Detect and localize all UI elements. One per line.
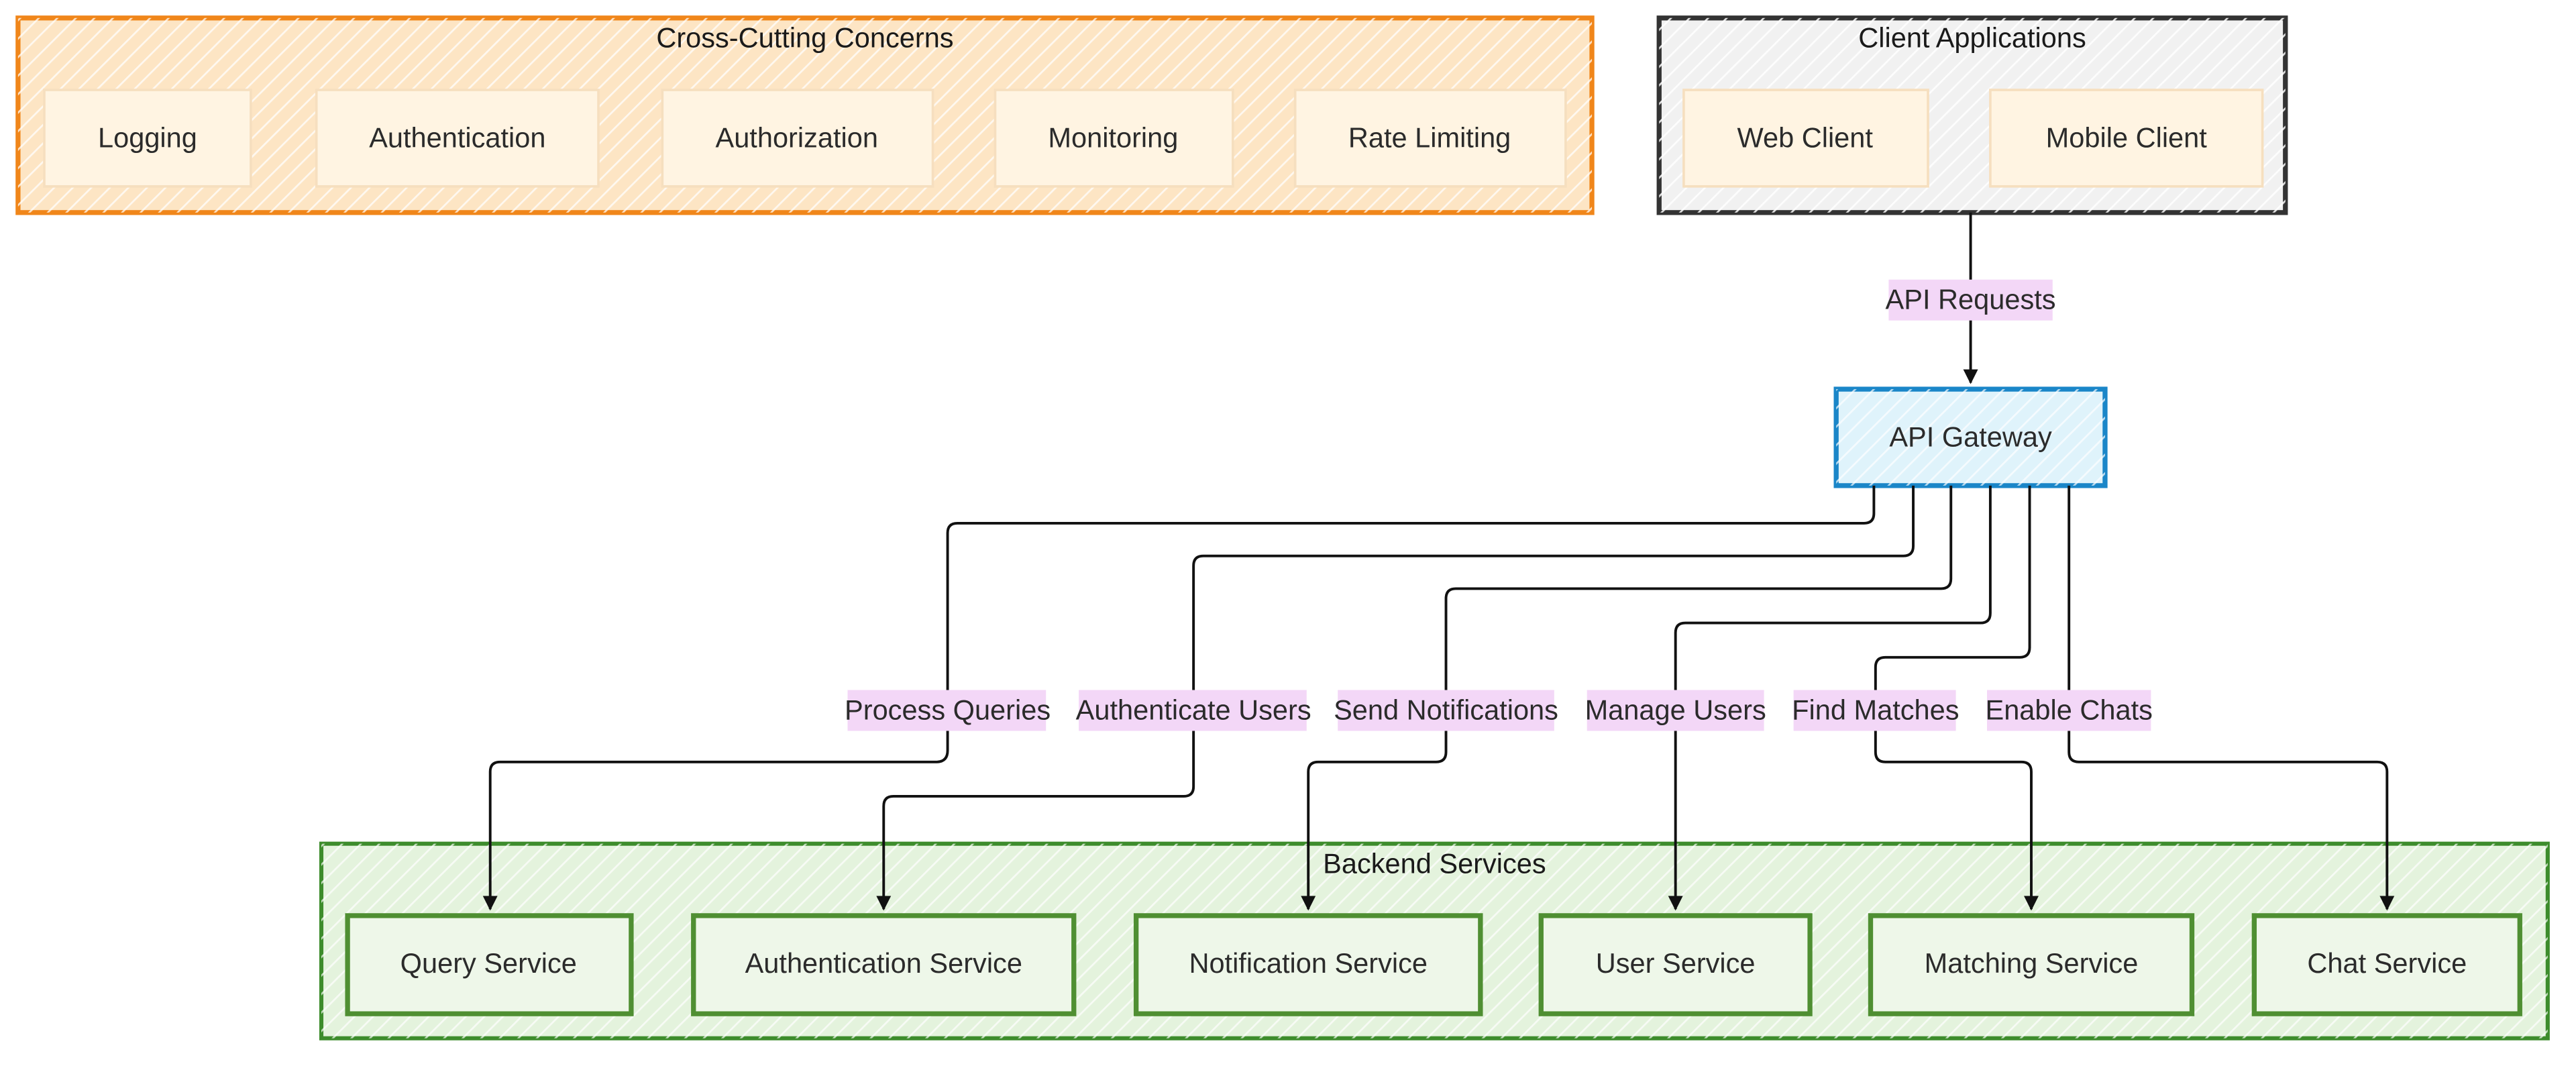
edge-label-send-notifications: Send Notifications — [1334, 690, 1558, 731]
edge-enable-chats — [2068, 485, 2395, 911]
web-client-box — [1682, 89, 1929, 188]
web-client-label: Web Client — [1737, 121, 1874, 153]
concern-rate-limiting-label: Rate Limiting — [1348, 121, 1511, 153]
authentication-service[interactable]: Authentication Service — [691, 913, 1077, 1016]
edge-label-manage-users-text: Manage Users — [1585, 694, 1766, 725]
client-applications-group: Client Applications Web Client Mobile Cl… — [1656, 15, 2288, 215]
user-service-label: User Service — [1596, 947, 1756, 979]
cross-cutting-concerns-title: Cross-Cutting Concerns — [656, 22, 953, 54]
edge-label-api-requests-text: API Requests — [1886, 284, 2056, 315]
backend-services-title: Backend Services — [1323, 848, 1546, 880]
notification-service-label: Notification Service — [1189, 947, 1428, 979]
query-service[interactable]: Query Service — [345, 913, 634, 1016]
concern-logging-label: Logging — [98, 121, 197, 153]
edge-authenticate-users — [876, 485, 1915, 911]
edge-label-process-queries-text: Process Queries — [845, 694, 1051, 725]
cross-cutting-concerns-group: Cross-Cutting Concerns Logging Authentic… — [15, 15, 1595, 215]
edge-label-find-matches: Find Matches — [1792, 690, 1959, 731]
edges — [482, 212, 2395, 911]
edge-label-authenticate-users: Authenticate Users — [1076, 690, 1311, 731]
user-service[interactable]: User Service — [1538, 913, 1813, 1016]
edge-label-enable-chats-bg — [1987, 690, 2151, 731]
authentication-service-label: Authentication Service — [745, 947, 1022, 979]
edge-label-api-requests: API Requests — [1886, 279, 2056, 321]
api-gateway-hatch — [1836, 389, 2105, 486]
concern-logging[interactable]: Logging — [43, 89, 252, 188]
concern-rate-limiting-box — [1293, 89, 1567, 188]
edge-label-manage-users-bg — [1587, 690, 1764, 731]
concern-logging-box — [43, 89, 252, 188]
mobile-client-box — [1989, 89, 2264, 188]
edge-label-process-queries: Process Queries — [845, 690, 1051, 731]
mobile-client-label: Mobile Client — [2046, 121, 2208, 153]
user-service-box — [1538, 913, 1813, 1016]
web-client[interactable]: Web Client — [1682, 89, 1929, 188]
edge-label-find-matches-text: Find Matches — [1792, 694, 1959, 725]
edge-process-queries — [482, 485, 1876, 911]
concern-authorization-label: Authorization — [715, 121, 877, 153]
matching-service-label: Matching Service — [1925, 947, 2139, 979]
chat-service-label: Chat Service — [2307, 947, 2467, 979]
notification-service-box — [1133, 913, 1483, 1016]
query-service-label: Query Service — [400, 947, 577, 979]
edge-label-authenticate-users-text: Authenticate Users — [1076, 694, 1311, 725]
concern-rate-limiting[interactable]: Rate Limiting — [1293, 89, 1567, 188]
authentication-service-box — [691, 913, 1077, 1016]
concern-authentication-box — [315, 89, 600, 188]
api-gateway[interactable]: API Gateway — [1833, 386, 2108, 488]
concern-monitoring-box — [994, 89, 1234, 188]
edge-label-manage-users: Manage Users — [1585, 690, 1766, 731]
edge-labels: API Requests Process Queries Authenticat… — [845, 279, 2153, 731]
concern-authorization[interactable]: Authorization — [661, 89, 934, 188]
matching-service-box — [1868, 913, 2195, 1016]
edge-label-api-requests-bg — [1888, 279, 2053, 321]
chat-service-box — [2251, 913, 2522, 1016]
concern-authentication[interactable]: Authentication — [315, 89, 600, 188]
notification-service[interactable]: Notification Service — [1133, 913, 1483, 1016]
edge-label-authenticate-users-bg — [1079, 690, 1307, 731]
concern-authorization-box — [661, 89, 934, 188]
edge-label-find-matches-bg — [1793, 690, 1956, 731]
edge-send-notifications — [1301, 485, 1953, 911]
concern-monitoring-label: Monitoring — [1048, 121, 1178, 153]
edge-label-enable-chats-text: Enable Chats — [1985, 694, 2152, 725]
mobile-client[interactable]: Mobile Client — [1989, 89, 2264, 188]
edge-manage-users — [1668, 485, 1992, 911]
edge-label-send-notifications-text: Send Notifications — [1334, 694, 1558, 725]
edge-label-process-queries-bg — [847, 690, 1046, 731]
edge-label-send-notifications-bg — [1338, 690, 1554, 731]
query-service-box — [345, 913, 634, 1016]
client-applications-title: Client Applications — [1858, 22, 2086, 54]
concern-authentication-label: Authentication — [369, 121, 545, 153]
backend-services-group: Backend Services Query Service Authentic… — [319, 841, 2550, 1041]
matching-service[interactable]: Matching Service — [1868, 913, 2195, 1016]
edge-label-enable-chats: Enable Chats — [1985, 690, 2153, 731]
api-gateway-label: API Gateway — [1889, 421, 2052, 452]
chat-service[interactable]: Chat Service — [2251, 913, 2522, 1016]
concern-monitoring[interactable]: Monitoring — [994, 89, 1234, 188]
